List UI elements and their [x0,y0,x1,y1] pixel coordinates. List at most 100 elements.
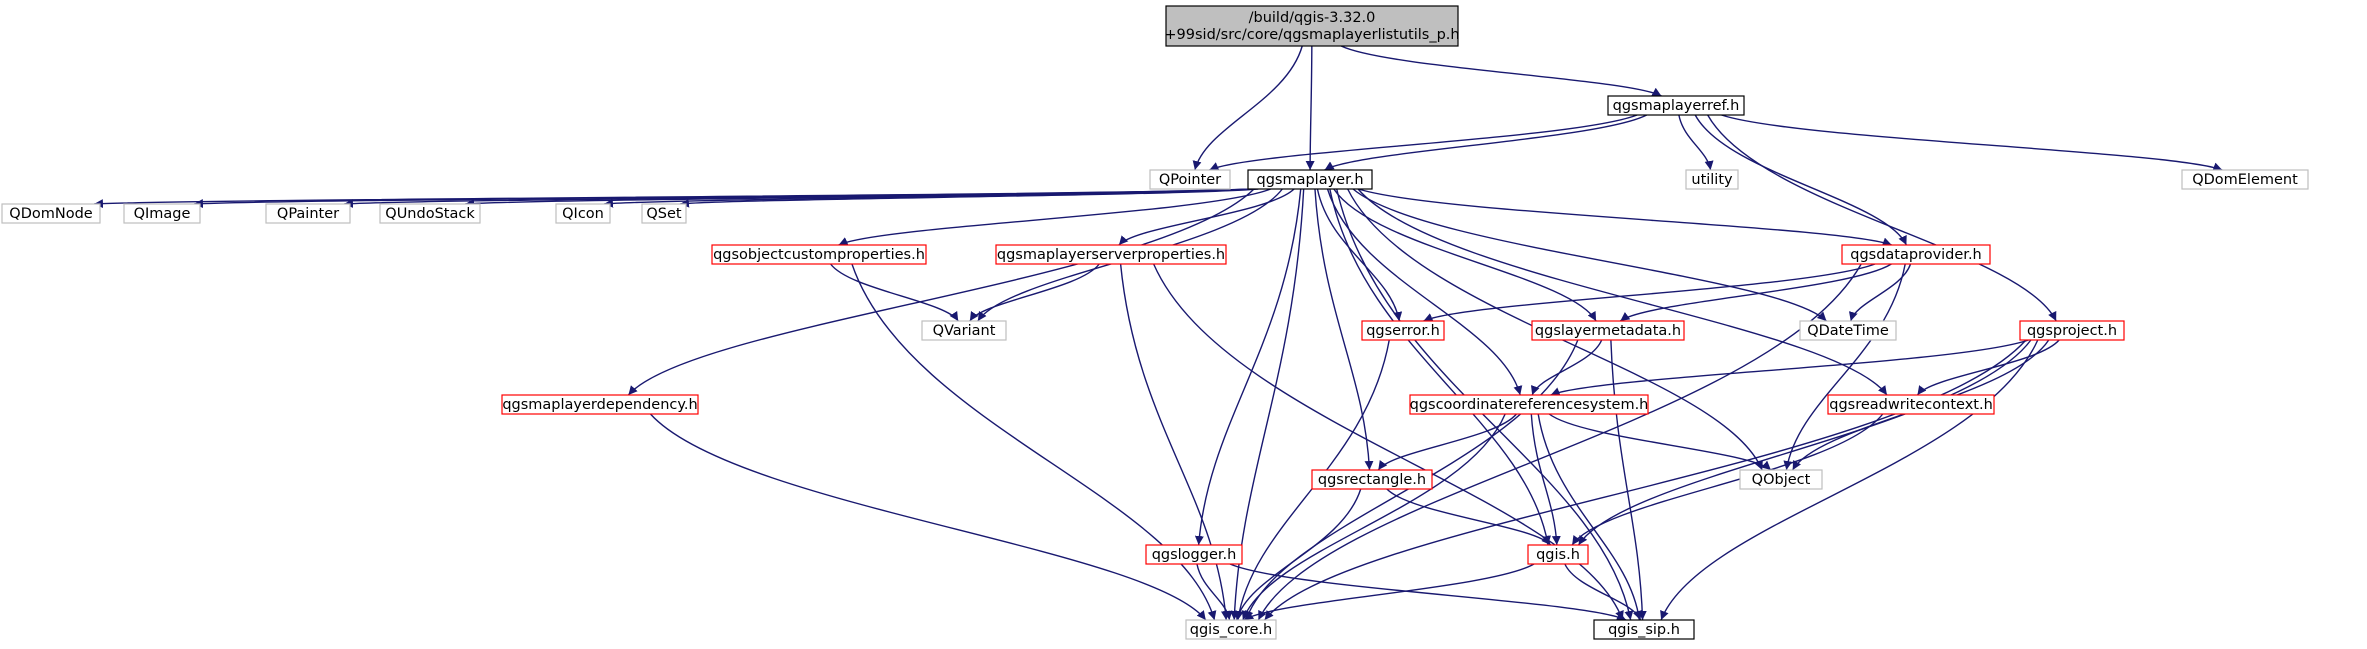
node-root: /build/qgis-3.32.0+99sid/src/core/qgsmap… [1164,5,1460,47]
node-qicon[interactable]: QIcon [555,203,611,224]
node-utility[interactable]: utility [1685,169,1739,190]
edge-maplayer-to-rectangle [1314,188,1374,471]
node-qpainter-label: QPainter [277,206,339,222]
node-qdomelement-box [2181,169,2309,190]
node-qpointer-label: QPointer [1159,172,1221,188]
node-dependency[interactable]: qgsmaplayerdependency.h [501,394,699,415]
node-qobject[interactable]: QObject [1739,469,1823,490]
node-qpointer-box [1149,169,1231,190]
node-qgissip-box [1593,619,1695,640]
node-root-label: +99sid/src/core/qgsmaplayerlistutils_p.h [1164,27,1459,43]
edge-readwrite-to-qgis [1571,413,1884,546]
node-qgslogger-box [1145,544,1243,565]
node-serverprops[interactable]: qgsmaplayerserverproperties.h [995,244,1227,265]
node-objcustprops[interactable]: qgsobjectcustomproperties.h [711,244,927,265]
edge-maplayerref-to-dataprovider [1694,114,1908,246]
node-qgissip[interactable]: qgis_sip.h [1593,619,1695,640]
edge-maplayer-to-dependency [627,188,1255,396]
node-readwrite-label: qgsreadwritecontext.h [1829,397,1993,413]
edge-maplayer-to-readwrite [1357,188,1888,396]
node-maplayer-label: qgsmaplayer.h [1256,172,1363,188]
node-qimage[interactable]: QImage [123,203,201,224]
edge-root-to-maplayerref [1340,45,1662,97]
node-readwrite-box [1827,394,1995,415]
edge-qgis-to-qgissip [1564,563,1642,621]
edge-maplayer-to-serverprops [1118,188,1295,246]
edge-serverprops-to-qgiscore [1119,263,1230,621]
edge-maplayer-to-layermetadata [1333,188,1597,322]
edge-maplayer-to-qgserror [1316,188,1403,322]
edge-qgsproject-to-readwrite [1916,339,2060,396]
node-layermetadata[interactable]: qgslayermetadata.h [1531,320,1685,341]
node-qgis-box [1527,544,1589,565]
node-utility-box [1685,169,1739,190]
edge-maplayer-to-objcustprops [838,188,1271,246]
node-crs[interactable]: qgscoordinatereferencesystem.h [1409,394,1649,415]
node-qgsproject[interactable]: qgsproject.h [2019,320,2125,341]
edge-qgsproject-to-qgiscore [1264,339,2027,621]
node-qundostack-box [379,203,481,224]
edge-serverprops-to-qvariant [969,263,1100,322]
node-qgis-label: qgis.h [1536,547,1580,563]
node-qdomelement[interactable]: QDomElement [2181,169,2309,190]
edge-dataprovider-to-layermetadata [1619,263,1892,322]
node-qgis[interactable]: qgis.h [1527,544,1589,565]
node-crs-label: qgscoordinatereferencesystem.h [1410,397,1649,413]
node-qundostack-label: QUndoStack [385,206,475,222]
node-qgslogger[interactable]: qgslogger.h [1145,544,1243,565]
node-dependency-label: qgsmaplayerdependency.h [502,397,697,413]
node-qdomnode-label: QDomNode [9,206,92,222]
edge-maplayer-to-qset [679,188,1259,208]
node-qpainter-box [265,203,351,224]
node-qpointer[interactable]: QPointer [1149,169,1231,190]
node-qgslogger-label: qgslogger.h [1152,547,1237,563]
edge-crs-to-qobject [1548,413,1772,471]
node-qset-box [641,203,687,224]
node-qvariant[interactable]: QVariant [921,320,1007,341]
node-readwrite[interactable]: qgsreadwritecontext.h [1827,394,1995,415]
edge-qgserror-to-qgiscore [1234,339,1390,621]
node-layermetadata-label: qgslayermetadata.h [1535,323,1681,339]
node-qimage-label: QImage [134,206,191,222]
node-objcustprops-box [711,244,927,265]
node-maplayerref[interactable]: qgsmaplayerref.h [1607,95,1745,116]
node-qset[interactable]: QSet [641,203,687,224]
edge-maplayer-to-qgis [1329,188,1551,546]
edge-maplayer-to-qgslogger [1194,188,1302,546]
node-rectangle-label: qgsrectangle.h [1318,472,1426,488]
node-qgserror-box [1361,320,1445,341]
node-qobject-label: QObject [1752,472,1811,488]
node-serverprops-box [995,244,1227,265]
node-qset-label: QSet [646,206,682,222]
node-qgiscore[interactable]: qgis_core.h [1185,619,1277,640]
node-qdatetime[interactable]: QDateTime [1799,320,1897,341]
node-dataprovider[interactable]: qgsdataprovider.h [1841,244,1991,265]
node-qgserror-label: qgserror.h [1366,323,1440,339]
edge-crs-to-qgiscore [1241,413,1506,621]
node-qvariant-box [921,320,1007,341]
node-rectangle[interactable]: qgsrectangle.h [1311,469,1433,490]
node-qdatetime-label: QDateTime [1807,323,1889,339]
node-root-box [1165,5,1459,47]
node-qdomnode-box [1,203,101,224]
node-maplayer[interactable]: qgsmaplayer.h [1247,169,1373,190]
node-qdomelement-label: QDomElement [2192,172,2298,188]
edge-serverprops-to-qgissip [1152,263,1624,621]
edge-maplayerref-to-maplayer [1324,114,1648,171]
node-qdomnode[interactable]: QDomNode [1,203,101,224]
node-maplayerref-box [1607,95,1745,116]
edge-dependency-to-qgiscore [649,413,1207,621]
edge-layer [93,45,2223,621]
edge-maplayerref-to-qdomelement [1721,114,2223,171]
node-qpainter[interactable]: QPainter [265,203,351,224]
edge-qgis-to-qgiscore [1243,563,1535,621]
edge-dataprovider-to-qgserror [1423,263,1876,322]
edge-maplayer-to-dataprovider [1358,188,1893,247]
node-qundostack[interactable]: QUndoStack [379,203,481,224]
node-root-label: /build/qgis-3.32.0 [1249,10,1376,26]
edge-crs-to-qgis [1530,413,1561,546]
edge-crs-to-rectangle [1377,413,1517,471]
node-layermetadata-box [1531,320,1685,341]
node-qgserror[interactable]: qgserror.h [1361,320,1445,341]
